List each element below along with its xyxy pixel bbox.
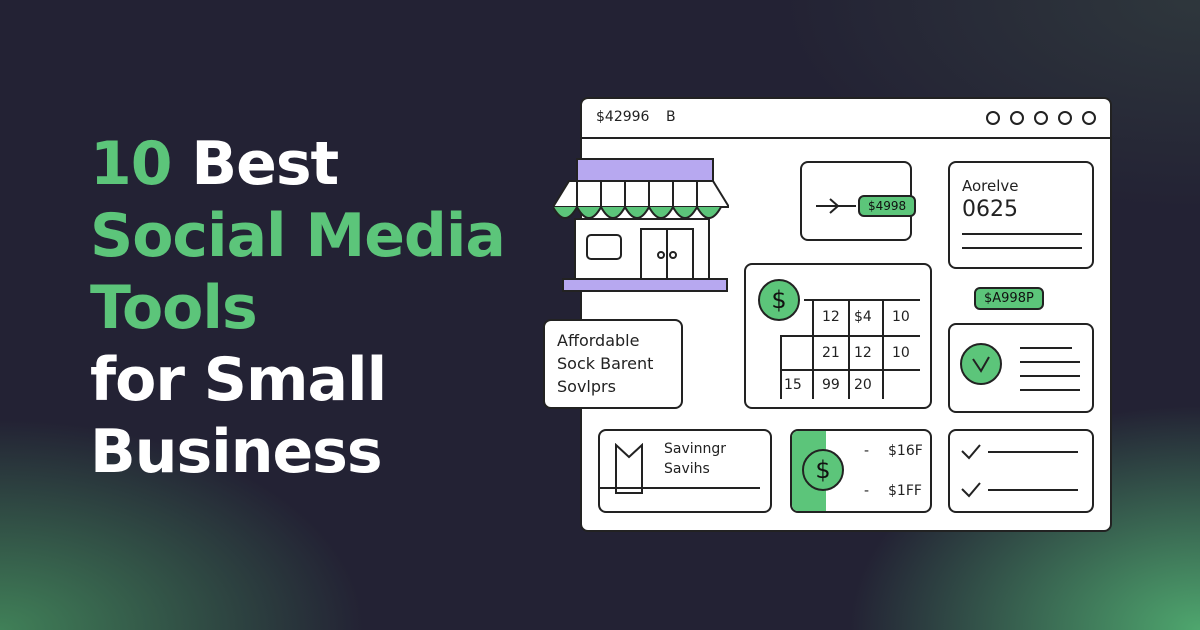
price-2: $1FF <box>888 483 922 499</box>
pricing-card: $ - $16F - $1FF <box>790 429 932 513</box>
headline-line-5: Business <box>90 417 383 487</box>
approval-card <box>948 323 1094 413</box>
window-titlebar: $42996 B <box>582 99 1110 139</box>
circle-icon <box>1082 111 1096 125</box>
grid-cell: 15 <box>784 377 802 393</box>
price-tag: $4998 <box>858 195 917 217</box>
headline-line-4: for Small <box>90 345 387 415</box>
grid-cell: 20 <box>854 377 872 393</box>
circle-icon <box>1034 111 1048 125</box>
feature-line-3: Sovlprs <box>557 377 616 396</box>
window-title: $42996 <box>596 109 650 125</box>
metric-label: Aorelve <box>962 177 1019 195</box>
window-controls <box>986 111 1096 125</box>
price-pill: $A998P <box>974 287 1044 310</box>
grid-cell: 12 <box>854 345 872 361</box>
checklist-card <box>948 429 1094 513</box>
grid-cell: 21 <box>822 345 840 361</box>
circle-icon <box>1010 111 1024 125</box>
window-title-b: B <box>666 109 676 125</box>
headline-line-3: Tools <box>90 273 258 343</box>
dash: - <box>864 483 870 499</box>
feature-line-1: Affordable <box>557 331 640 350</box>
feature-label-card: Affordable Sock Barent Sovlprs <box>543 319 683 409</box>
checkmark-icon <box>961 482 981 498</box>
check-icon <box>960 343 1002 385</box>
circle-icon <box>986 111 1000 125</box>
headline-number: 10 <box>90 129 172 199</box>
circle-icon <box>1058 111 1072 125</box>
arrow-right-icon <box>816 198 840 214</box>
dollar-icon: $ <box>758 279 800 321</box>
savings-line-2: Savihs <box>664 461 710 477</box>
grid-cell: 10 <box>892 345 910 361</box>
data-grid-card: $ 12 $4 10 21 12 10 15 99 20 <box>744 263 932 409</box>
headline-line-2: Social Media <box>90 201 506 271</box>
checkmark-icon <box>961 444 981 460</box>
savings-line-1: Savinngr <box>664 441 727 457</box>
grid-cell: 99 <box>822 377 840 393</box>
headline-best: Best <box>191 129 339 199</box>
grid-cell: 12 <box>822 309 840 325</box>
metric-value: 0625 <box>962 197 1018 222</box>
headline: 10 Best Social Media Tools for Small Bus… <box>90 128 506 488</box>
metric-card: Aorelve 0625 <box>948 161 1094 269</box>
grid-cell: $4 <box>854 309 872 325</box>
dollar-icon: $ <box>802 449 844 491</box>
bag-icon <box>615 443 643 494</box>
price-1: $16F <box>888 443 923 459</box>
tag-card: $4998 <box>800 161 917 241</box>
storefront-icon <box>553 158 729 292</box>
dash: - <box>864 443 870 459</box>
headline-line-1: 10 Best <box>90 128 505 200</box>
grid-cell: 10 <box>892 309 910 325</box>
feature-line-2: Sock Barent <box>557 354 654 373</box>
savings-card: Savinngr Savihs <box>598 429 772 513</box>
